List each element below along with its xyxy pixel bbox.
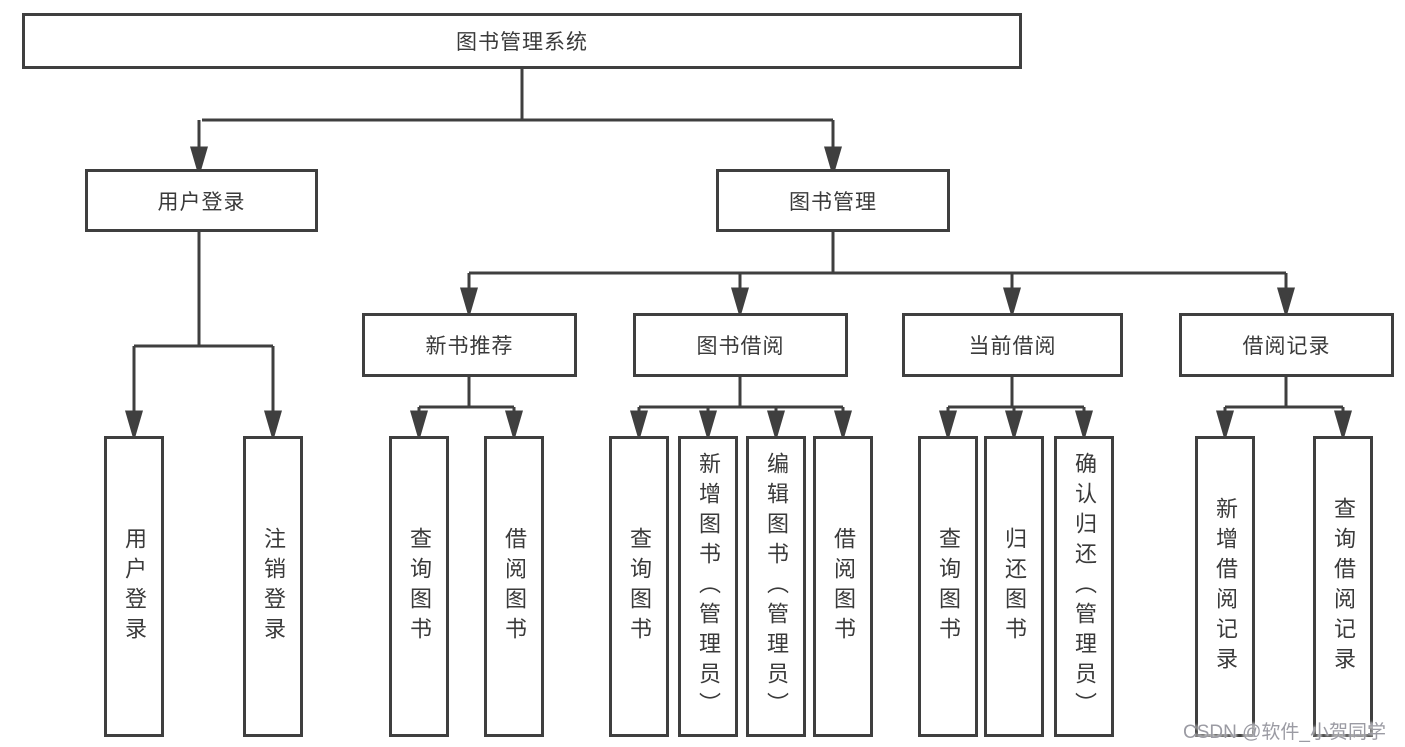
leaf-edit-books-admin: 编辑图书（管理员）	[746, 436, 806, 737]
leaf-confirm-return-admin: 确认归还（管理员）	[1054, 436, 1114, 737]
arrowhead	[1334, 410, 1352, 442]
node-current-borrow: 当前借阅	[902, 313, 1123, 377]
leaf-return-books: 归还图书	[984, 436, 1044, 737]
node-book-borrow: 图书借阅	[633, 313, 848, 377]
leaf-label: 编辑图书（管理员）	[764, 451, 789, 722]
connector-current-borrow-to-leaves	[939, 377, 1093, 442]
node-label: 当前借阅	[968, 335, 1057, 358]
arrowhead	[264, 410, 282, 442]
leaf-query-books-borrow: 查询图书	[609, 436, 669, 737]
connector-book-borrow-to-leaves	[630, 377, 852, 442]
leaf-label: 用户登录	[122, 526, 147, 647]
leaf-borrow-books-recommend: 借阅图书	[484, 436, 544, 737]
connector-book-management-to-level3	[460, 232, 1295, 319]
connector-borrow-records-to-leaves	[1216, 377, 1352, 442]
arrowhead	[505, 410, 523, 442]
arrowhead	[410, 410, 428, 442]
leaf-query-borrow-record: 查询借阅记录	[1313, 436, 1373, 737]
leaf-label: 查询借阅记录	[1331, 496, 1356, 677]
leaf-add-borrow-record: 新增借阅记录	[1195, 436, 1255, 737]
connector-user-login-to-leaves	[125, 232, 282, 442]
connector-new-book-recommend-to-leaves	[410, 377, 523, 442]
leaf-user-login: 用户登录	[104, 436, 164, 737]
leaf-borrow-books: 借阅图书	[813, 436, 873, 737]
leaf-label: 确认归还（管理员）	[1072, 451, 1097, 722]
leaf-label: 新增借阅记录	[1213, 496, 1238, 677]
leaf-label: 查询图书	[936, 526, 961, 647]
node-label: 借阅记录	[1242, 335, 1331, 358]
arrowhead	[699, 410, 717, 442]
arrowhead	[1216, 410, 1234, 442]
arrowhead	[824, 146, 842, 178]
arrowhead	[1003, 287, 1021, 319]
arrowhead	[767, 410, 785, 442]
node-label: 用户登录	[157, 190, 246, 214]
node-label: 新书推荐	[425, 335, 514, 358]
connector-root-to-level2	[190, 69, 842, 178]
arrowhead	[1005, 410, 1023, 442]
arrowhead	[125, 410, 143, 442]
arrowhead	[630, 410, 648, 442]
leaf-label: 借阅图书	[831, 526, 856, 647]
leaf-label: 查询图书	[407, 526, 432, 647]
arrowhead	[834, 410, 852, 442]
leaf-label: 查询图书	[627, 526, 652, 647]
node-label: 图书借阅	[696, 335, 785, 358]
arrowhead	[1277, 287, 1295, 319]
arrowhead	[190, 146, 208, 178]
leaf-label: 注销登录	[261, 526, 286, 647]
node-label: 图书管理	[789, 190, 877, 214]
arrowhead	[460, 287, 478, 319]
node-new-book-recommend: 新书推荐	[362, 313, 577, 377]
node-label: 图书管理系统	[456, 31, 588, 54]
node-library-management-system: 图书管理系统	[22, 13, 1022, 69]
leaf-logout: 注销登录	[243, 436, 303, 737]
leaf-label: 借阅图书	[502, 526, 527, 647]
leaf-query-books-current: 查询图书	[918, 436, 978, 737]
node-borrow-records: 借阅记录	[1179, 313, 1394, 377]
node-book-management: 图书管理	[716, 169, 950, 232]
arrowhead	[731, 287, 749, 319]
csdn-watermark: CSDN @软件_小贺同学	[1183, 722, 1386, 743]
node-user-login: 用户登录	[85, 169, 318, 232]
arrowhead	[1075, 410, 1093, 442]
leaf-label: 归还图书	[1002, 526, 1027, 647]
leaf-label: 新增图书（管理员）	[696, 451, 721, 722]
leaf-query-books-recommend: 查询图书	[389, 436, 449, 737]
leaf-add-books-admin: 新增图书（管理员）	[678, 436, 738, 737]
arrowhead	[939, 410, 957, 442]
